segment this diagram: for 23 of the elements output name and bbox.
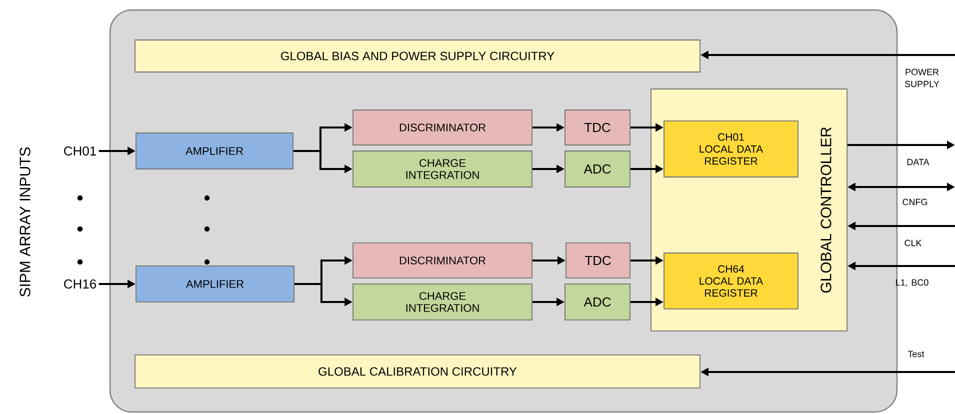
axis-title: SIPM ARRAY INPUTS bbox=[20, 147, 30, 297]
edge-label: L1, BC0 bbox=[896, 279, 928, 287]
circuitry-bar: GLOBAL BIAS AND POWER SUPPLY CIRCUITRY bbox=[134, 40, 700, 72]
edge-label: DATA bbox=[907, 158, 930, 166]
edge-label: POWER SUPPLY bbox=[904, 68, 940, 88]
adc-box: ADC bbox=[564, 150, 630, 188]
adc-box: ADC bbox=[564, 284, 630, 320]
amplifier-box: AMPLIFIER bbox=[136, 266, 294, 302]
circuitry-bar: GLOBAL CALIBRATION CIRCUITRY bbox=[134, 354, 700, 388]
channel-label: CH16 bbox=[64, 279, 96, 289]
register-box: CH01 LOCAL DATA REGISTER bbox=[664, 120, 798, 178]
tdc-box: TDC bbox=[564, 110, 630, 146]
edge-label: CNFG bbox=[902, 198, 928, 206]
amplifier-box: AMPLIFIER bbox=[136, 132, 294, 170]
tdc-box: TDC bbox=[566, 242, 630, 278]
integrator-box: CHARGE INTEGRATION bbox=[352, 284, 532, 320]
channel-label: CH01 bbox=[64, 146, 96, 156]
discriminator-box: DISCRIMINATOR bbox=[352, 110, 532, 146]
integrator-box: CHARGE INTEGRATION bbox=[352, 150, 532, 188]
edge-label: CLK bbox=[904, 240, 922, 246]
register-box: CH64 LOCAL DATA REGISTER bbox=[664, 252, 798, 310]
discriminator-box: DISCRIMINATOR bbox=[352, 242, 532, 278]
edge-label: Test bbox=[908, 350, 924, 358]
